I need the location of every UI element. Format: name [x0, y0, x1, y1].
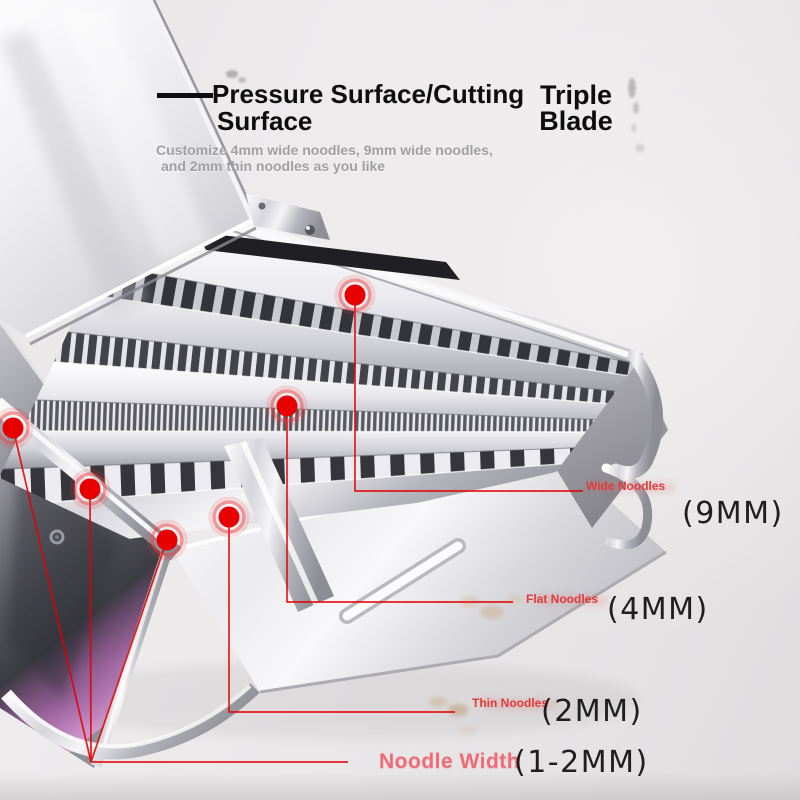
- pressure-surface-pointer-line: [157, 93, 213, 98]
- marker-dot-width-1: [0, 407, 34, 449]
- customize-caption-line2: and 2mm thin noodles as you like: [161, 158, 386, 174]
- right-corner-frame: [601, 349, 663, 550]
- marker-dot-width-3: [146, 519, 188, 561]
- pressure-surface-label-line2: Surface: [217, 106, 313, 136]
- machine-right-face: [552, 358, 668, 528]
- leader-line-width-1: [12, 427, 92, 763]
- leader-line-width-3: [90, 539, 168, 763]
- leader-line-flat-noodles: [286, 406, 513, 603]
- marker-dot-wide-noodles: [334, 274, 376, 316]
- ground-shadow: [40, 662, 640, 738]
- pressure-surface-lid: [0, 0, 258, 346]
- lid-hinge: [246, 194, 330, 240]
- table-clamp: [601, 463, 653, 550]
- triple-blade-label-line2: Blade: [539, 106, 613, 136]
- pressure-surface-label: Pressure Surface/Cutting Surface: [212, 81, 524, 135]
- triple-blade-label: Triple Blade: [528, 80, 624, 136]
- marker-dot-width-2: [69, 468, 111, 510]
- base-knob: [49, 529, 65, 545]
- noodle-width-label: Noodle Width: [379, 750, 521, 773]
- pressure-surface-label-line1: Pressure Surface/Cutting: [212, 79, 525, 109]
- noodle-width-size: (1-2MM): [514, 745, 649, 780]
- photo-smudges: [226, 70, 645, 152]
- marker-dot-flat-noodles: [266, 385, 308, 427]
- flat-noodles-label: Flat Noodles: [526, 592, 599, 606]
- noodle-crumbs: [429, 595, 524, 734]
- leader-line-thin-noodles: [228, 517, 455, 713]
- customize-caption: Customize 4mm wide noodles, 9mm wide noo…: [156, 142, 493, 174]
- customize-caption-line1: Customize 4mm wide noodles, 9mm wide noo…: [156, 142, 493, 158]
- flat-noodles-size: (4MM): [607, 592, 709, 627]
- leader-line-width-2: [89, 488, 92, 763]
- marker-dot-thin-noodles: [208, 496, 250, 538]
- wide-noodles-label: Wide Noodles: [586, 479, 666, 493]
- machine-front-panel: [171, 454, 667, 694]
- front-left-column: [224, 438, 334, 612]
- feed-slot: [196, 232, 460, 280]
- leader-lines: [12, 295, 583, 763]
- marker-dots: [0, 274, 376, 561]
- thin-noodles-label: Thin Noodles: [472, 696, 548, 710]
- leader-line-wide-noodles: [354, 295, 583, 492]
- triple-blade-label-line1: Triple: [539, 80, 613, 110]
- wide-noodles-size: (9MM): [682, 496, 784, 531]
- thin-noodles-size: (2MM): [541, 694, 643, 729]
